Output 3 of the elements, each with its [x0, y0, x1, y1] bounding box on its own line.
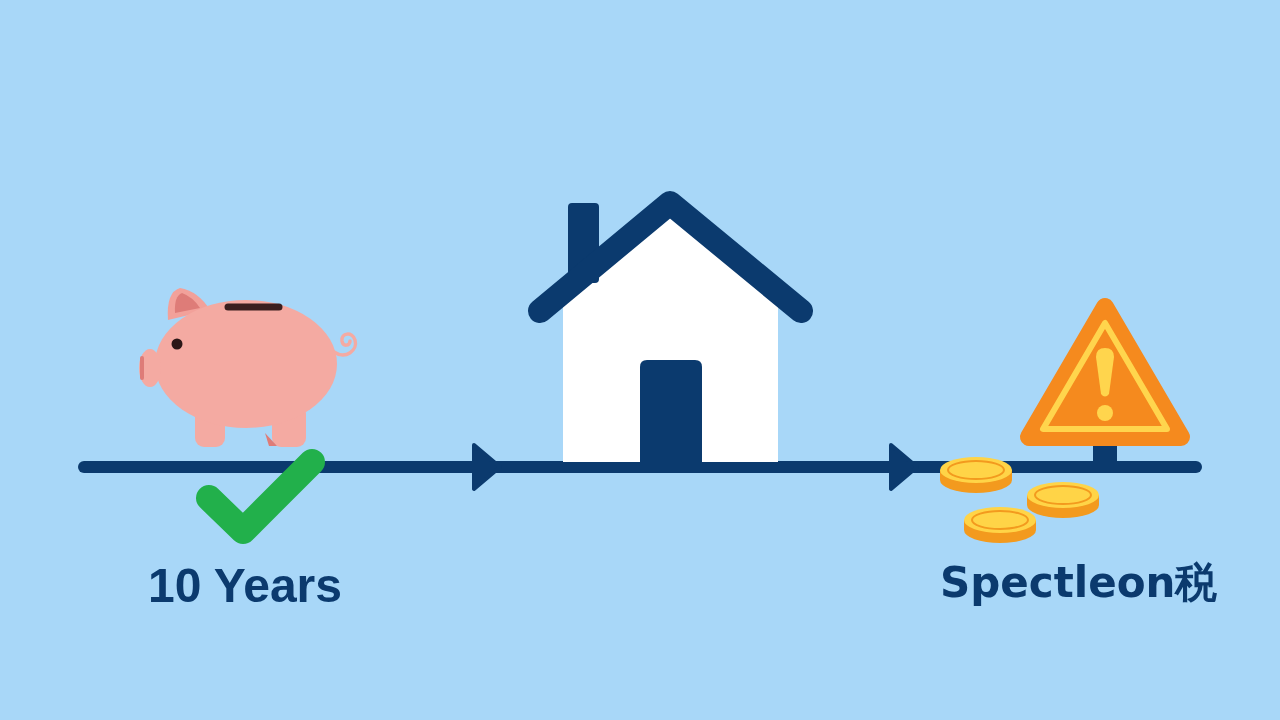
warning-sign-with-coins — [940, 295, 1191, 546]
timeline-label: Spectleon税 — [940, 562, 1218, 604]
timeline-label: 10 Years — [148, 562, 342, 610]
